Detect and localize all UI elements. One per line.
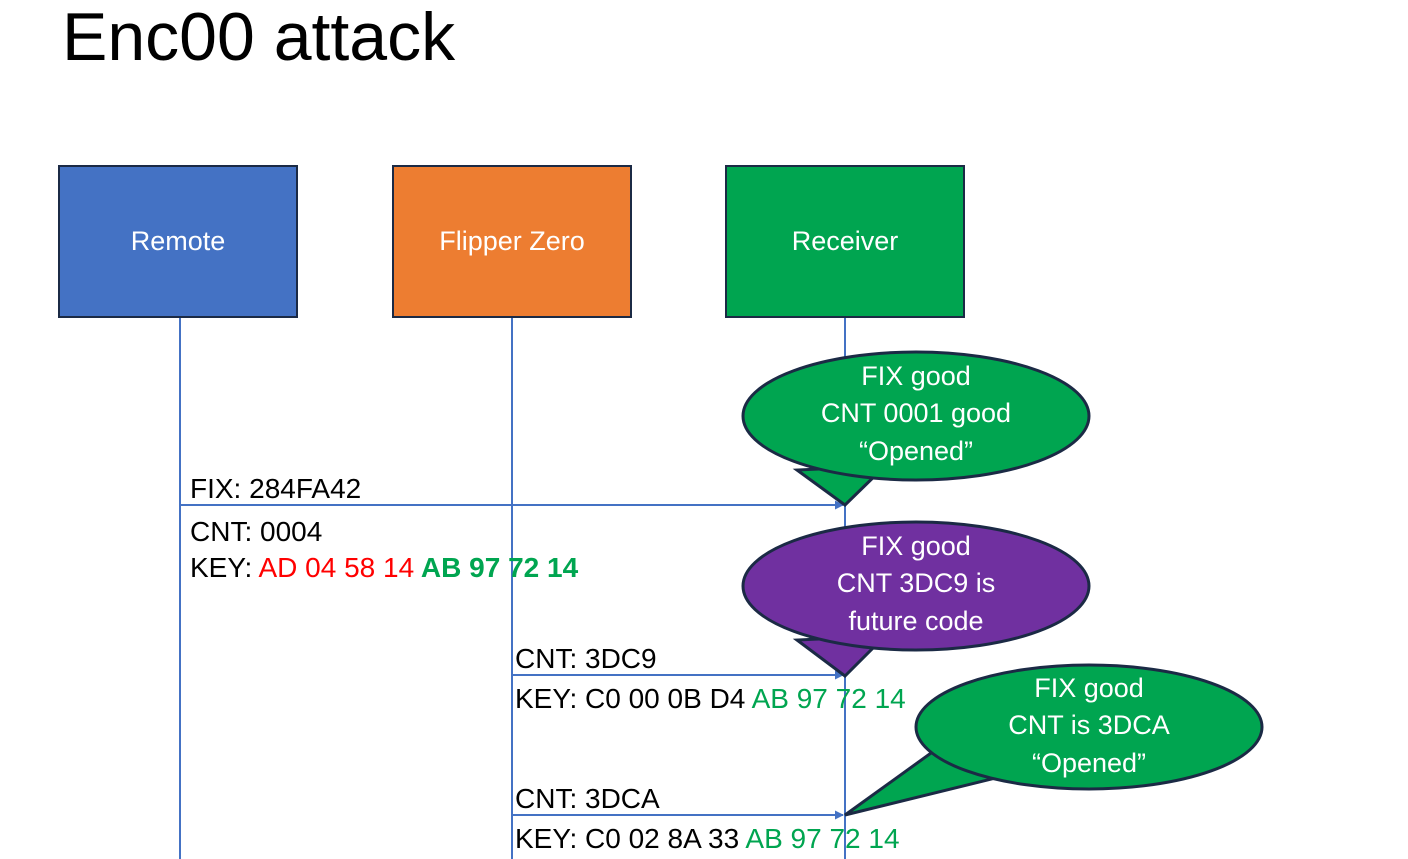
message-1-key-green-bytes-text: AB 97 72 14 (420, 552, 579, 583)
message-1-key-red-bytes: AD 04 58 14 (258, 552, 415, 583)
message-1-label-above: FIX: 284FA42 (190, 473, 362, 504)
message-2-key-prefix: KEY: C0 00 0B D4 (515, 683, 752, 714)
callout-3-line-1: FIX good (1034, 673, 1144, 703)
actor-box-receiver[interactable]: Receiver (725, 165, 965, 318)
callout-2-line-3: future code (848, 605, 984, 636)
page-title: Enc00 attack (62, 0, 456, 75)
message-3-label-above: CNT: 3DCA (515, 783, 660, 814)
actor-box-flipper-zero[interactable]: Flipper Zero (392, 165, 632, 318)
actor-box-remote[interactable]: Remote (58, 165, 298, 318)
callout-1-line-2: CNT 0001 good (820, 398, 1012, 429)
callout-2-line-1: FIX good (861, 531, 971, 561)
callout-3-line-3: “Opened” (1031, 747, 1147, 778)
message-3-key-green-bytes: AB 97 72 14 (745, 823, 900, 854)
callout-2-line-2: CNT 3DC9 is (836, 568, 996, 599)
message-1-label-key: KEY: AD 04 58 14 AB 97 72 14 (190, 551, 578, 584)
message-2-key-green-bytes: AB 97 72 14 (751, 683, 906, 714)
message-2-label-key: KEY: C0 00 0B D4 AB 97 72 14 (515, 682, 906, 715)
callout-3-text: FIX good CNT is 3DCA “Opened” (916, 670, 1262, 782)
actor-label-receiver: Receiver (791, 226, 899, 256)
callout-shape-3 (844, 663, 1264, 817)
message-1-label-cnt: CNT: 0004 (190, 516, 323, 547)
message-2-label-above: CNT: 3DC9 (515, 643, 657, 674)
message-1-key-prefix: KEY: (190, 552, 259, 583)
callout-shape-1 (741, 350, 1091, 507)
callout-1-line-1: FIX good (861, 361, 971, 391)
message-1-key-green-bytes (414, 552, 421, 583)
message-3-key-prefix: KEY: C0 02 8A 33 (515, 823, 746, 854)
actor-label-flipper-zero: Flipper Zero (439, 226, 585, 256)
callout-2-text: FIX good CNT 3DC9 is future code (743, 528, 1089, 640)
callout-1-text: FIX good CNT 0001 good “Opened” (743, 358, 1089, 470)
callout-shape-2 (741, 520, 1091, 678)
actor-label-remote: Remote (130, 226, 226, 256)
callout-3-line-2: CNT is 3DCA (1008, 710, 1170, 741)
message-3-label-key: KEY: C0 02 8A 33 AB 97 72 14 (515, 822, 900, 855)
callout-1-line-3: “Opened” (858, 435, 974, 466)
